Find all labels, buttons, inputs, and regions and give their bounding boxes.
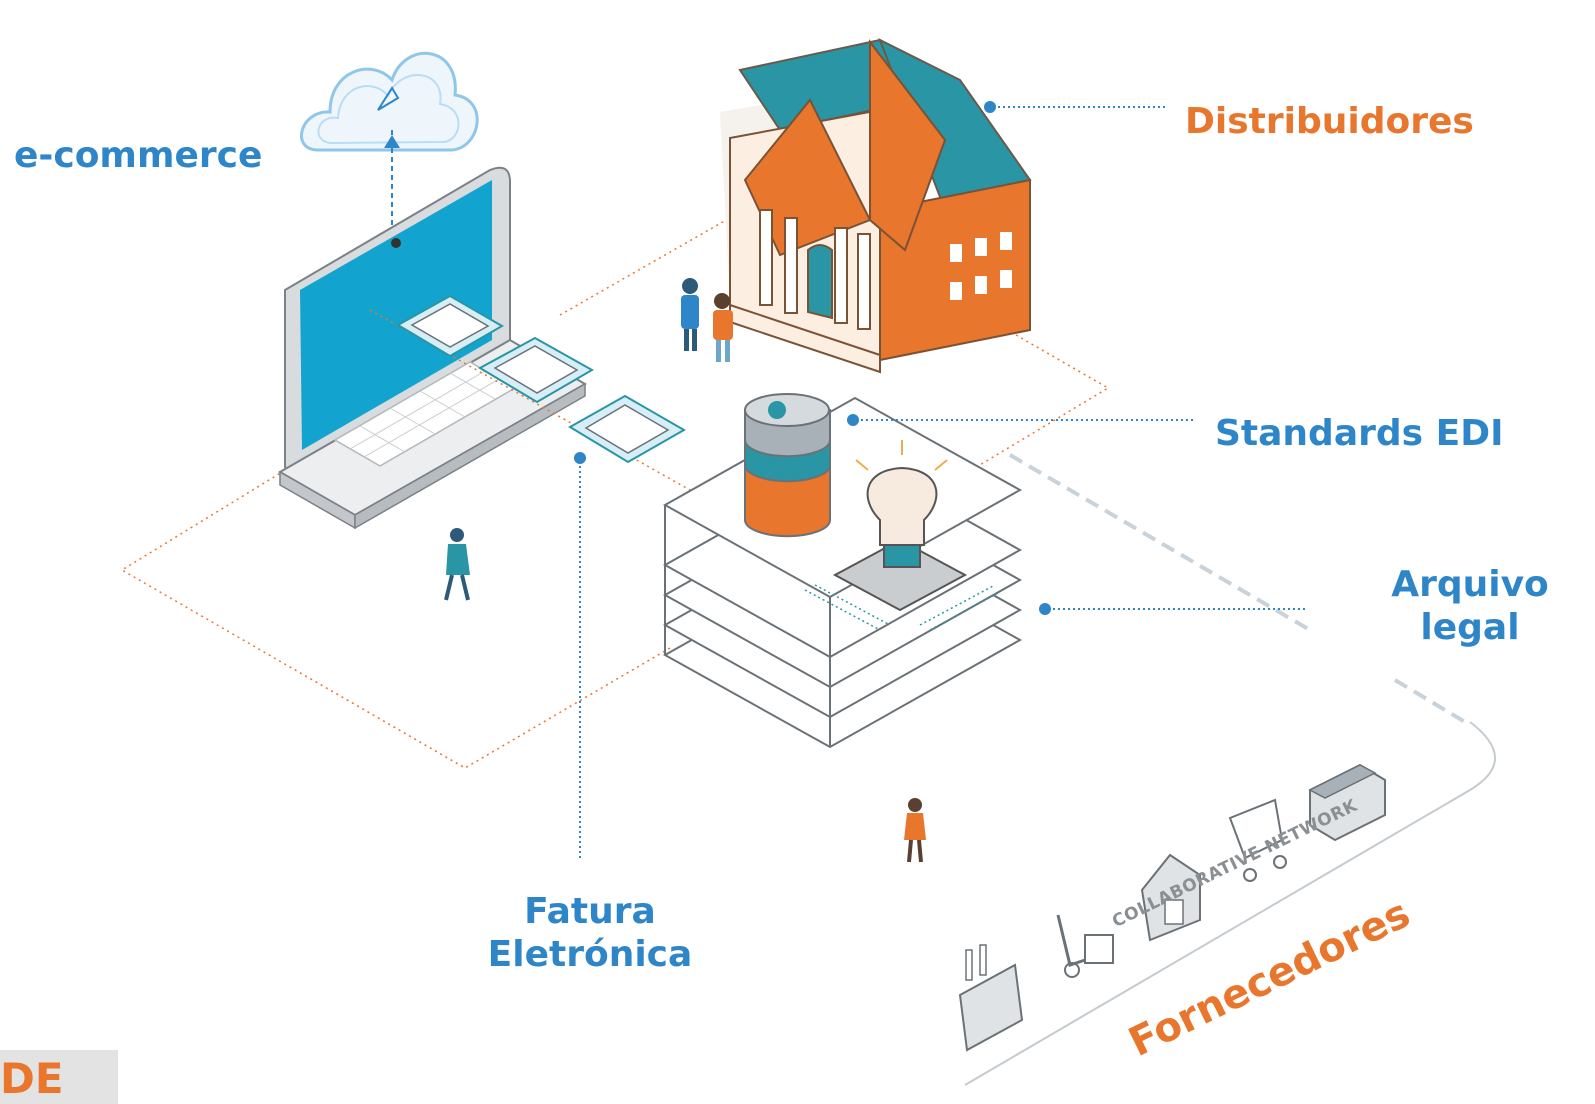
bank-building-icon bbox=[720, 37, 1032, 374]
data-flow-chips bbox=[369, 294, 691, 491]
label-fatura-line2: Eletrónica bbox=[487, 934, 693, 976]
database-icon bbox=[744, 393, 831, 538]
collaborative-network-arc bbox=[964, 453, 1496, 1086]
label-arquivo-line2: legal bbox=[1420, 607, 1520, 649]
person-icon bbox=[681, 278, 733, 362]
corner-badge-text: DE bbox=[0, 1054, 64, 1103]
cloud-icon bbox=[300, 51, 479, 152]
label-fatura-eletronica: Fatura Eletrónica bbox=[470, 890, 710, 976]
warehouse-icon bbox=[1140, 853, 1201, 942]
person-icon bbox=[444, 528, 470, 601]
label-distribuidores: Distribuidores bbox=[1185, 101, 1474, 142]
shop-icon bbox=[1308, 763, 1386, 842]
chip-icon bbox=[804, 538, 1001, 631]
shopping-cart-icon bbox=[1228, 798, 1287, 882]
hand-truck-icon bbox=[1056, 914, 1114, 978]
label-standards-edi: Standards EDI bbox=[1215, 413, 1504, 454]
label-connectors bbox=[574, 101, 1308, 860]
label-fatura-line1: Fatura bbox=[524, 891, 656, 932]
network-outline bbox=[120, 214, 1110, 769]
label-arquivo-line1: Arquivo bbox=[1391, 564, 1549, 605]
lightbulb-icon bbox=[855, 440, 948, 568]
label-ecommerce: e-commerce bbox=[14, 135, 263, 176]
factory-icon bbox=[958, 944, 1024, 1052]
corner-badge: DE bbox=[0, 1050, 118, 1104]
person-icon bbox=[904, 798, 926, 863]
label-arquivo-legal: Arquivo legal bbox=[1380, 563, 1560, 649]
